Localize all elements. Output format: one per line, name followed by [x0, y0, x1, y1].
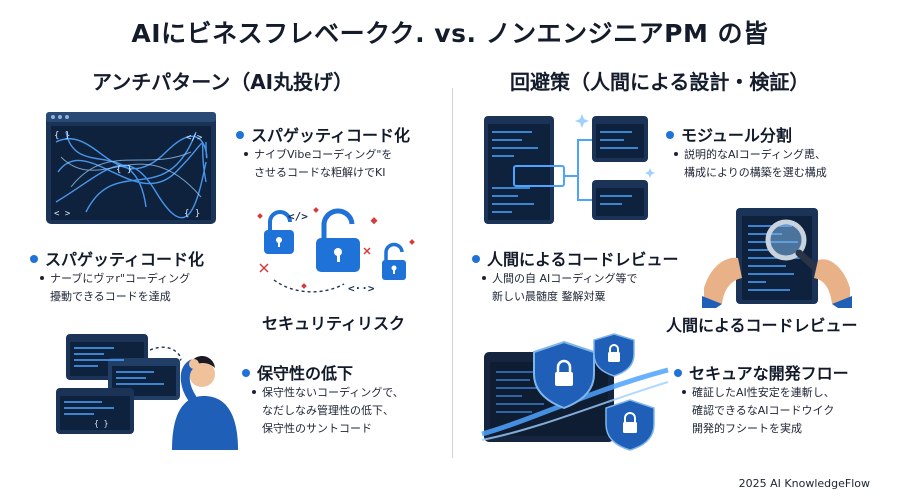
code-review-desc: 人間の自 AIコーディング等で 新しい晨髄度 鍪解対粟 [482, 270, 638, 306]
spaghetti-desc-2: ナーブにヴァr"コーディング 擾動できるコードを達成 [40, 270, 190, 306]
svg-text:< >: < > [54, 209, 71, 219]
svg-text:{ }: { } [54, 131, 70, 141]
module-split-desc: 説明的なAIコーディング喸、 構成によりの構築を選む構成 [674, 146, 827, 182]
bullet-dot [472, 254, 480, 263]
spaghetti-heading-2: スパゲッティコード化 [30, 246, 204, 270]
secure-flow-heading: セキュアな開発フロー [674, 360, 849, 384]
code-review-heading: 人間によるコードレビュー [472, 246, 679, 270]
confused-developer-icon: { } [56, 334, 238, 450]
spaghetti-desc-1: ナイブVibeコーディング"を させるコードな粔解けでKI [244, 146, 392, 182]
page-title: AIにビネスフレベークク. vs. ノンエンジニアPM の皆 [131, 19, 769, 48]
maintainability-desc: 保守性ないコーディングで、 なだしなみ管理性の低下、 保守性のサントコード [252, 384, 404, 438]
magnifier-review-icon [702, 208, 852, 308]
footer-credit: 2025 AI KnowledgeFlow [738, 477, 870, 490]
svg-text:{ }: { } [116, 165, 132, 175]
secure-flow-desc: 確証したAI性安定を連斬し、 確認できるなAIコードウイク 開発的フシートを実成 [682, 384, 835, 438]
module-split-heading: モジュール分割 [666, 122, 792, 146]
spaghetti-heading-1: スパゲッティコード化 [236, 122, 410, 146]
svg-text:</>: </> [288, 210, 308, 223]
anti-pattern-heading: アンチパターン（AI丸投げ） [92, 70, 354, 94]
bullet-dot [236, 130, 244, 139]
security-risk-label: セキュリティリスク [262, 314, 406, 333]
module-windows-icon [484, 114, 655, 224]
maintainability-heading: 保守性の低下 [242, 360, 353, 384]
tangled-code-icon: { } </> < > { } { } [46, 112, 216, 224]
code-review-label: 人間によるコードレビュー [666, 316, 858, 335]
column-divider [452, 88, 453, 458]
bullet-dot [666, 130, 674, 139]
svg-text:{ }: { } [94, 419, 108, 428]
svg-text:<··>: <··> [348, 282, 375, 295]
bullet-dot [674, 368, 682, 377]
bullet-dot [30, 254, 38, 263]
svg-text:{ }: { } [184, 209, 200, 219]
solution-heading: 回避策（人間による設計・検証） [510, 70, 810, 94]
svg-text:</>: </> [186, 133, 203, 143]
bullet-dot [242, 368, 250, 377]
shield-lock-icon [481, 333, 669, 451]
broken-lock-icon: </> <··> [257, 207, 415, 295]
